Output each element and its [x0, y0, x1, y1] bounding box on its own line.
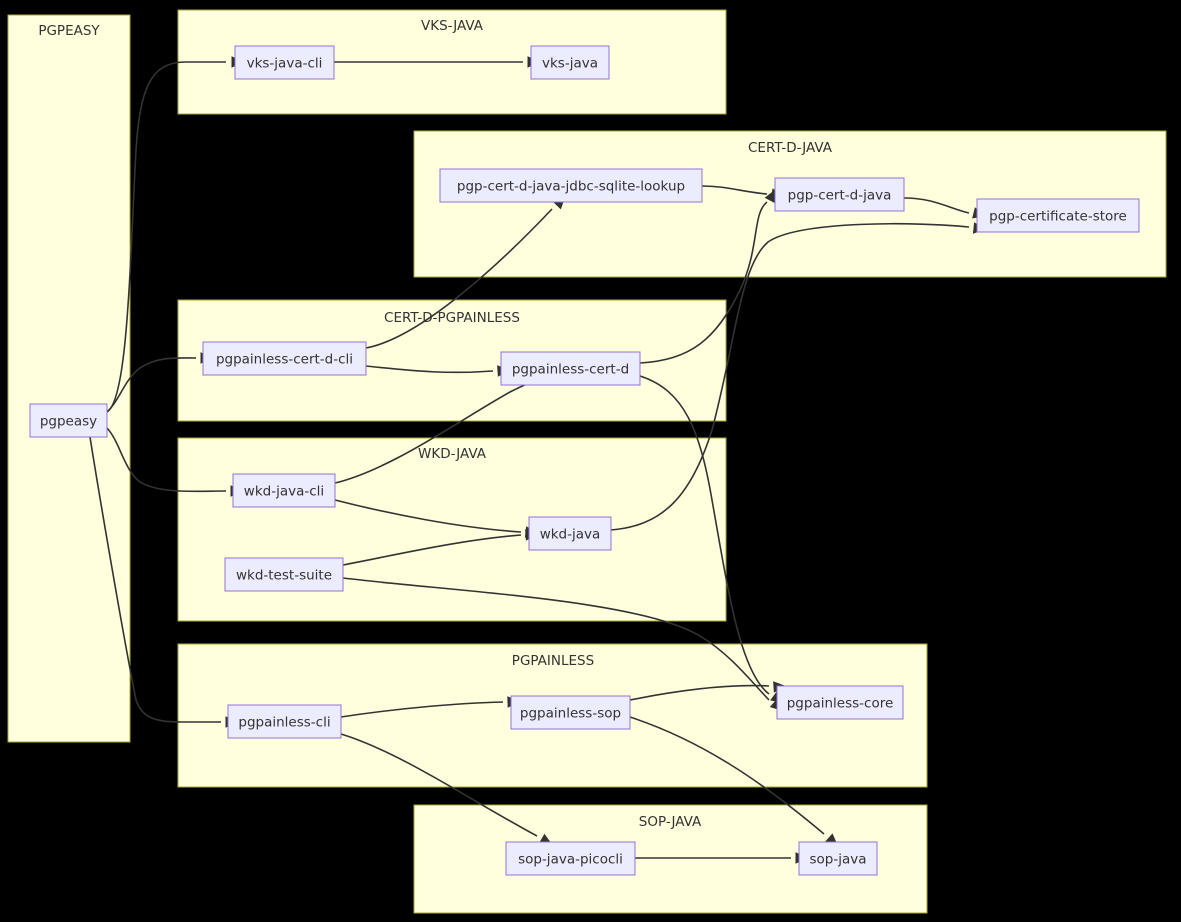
- edge-pgpainless-sop-to-sop-java: [629, 716, 825, 835]
- node-label: pgp-cert-d-java-jdbc-sqlite-lookup: [457, 179, 685, 195]
- node-label: wkd-java-cli: [244, 484, 324, 500]
- edge-wkd-test-suite-to-wkd-java: [342, 534, 522, 566]
- node-label: pgp-certificate-store: [989, 209, 1127, 225]
- node-box[interactable]: [234, 45, 335, 80]
- node-label: wkd-test-suite: [236, 568, 332, 584]
- edge-pgpainless-cert-d-cli-to-pgpainless-cert-d: [365, 365, 494, 374]
- node-box[interactable]: [439, 168, 703, 203]
- edge-pgpainless-cli-to-pgpainless-sop: [340, 701, 504, 718]
- node-box[interactable]: [510, 695, 631, 730]
- node-pgpainless-cli[interactable]: pgpainless-cli: [227, 704, 342, 739]
- edge-pgpainless-cli-to-sop-java-picocli: [340, 733, 538, 837]
- node-label: sop-java: [809, 852, 866, 868]
- node-box[interactable]: [530, 45, 610, 80]
- cluster-pgpeasy: PGPEASY: [7, 14, 131, 743]
- node-box[interactable]: [500, 351, 641, 386]
- cluster-label: SOP-JAVA: [639, 814, 702, 830]
- node-pgpainless-cert-d[interactable]: pgpainless-cert-d: [500, 351, 641, 386]
- node-box[interactable]: [798, 841, 878, 876]
- edge-pgpeasy-to-pgpainless-cert-d-cli: [106, 357, 197, 413]
- edge-wkd-java-cli-to-wkd-java: [334, 499, 522, 533]
- node-box[interactable]: [528, 516, 612, 551]
- edge-pgp-cert-d-java-to-pgp-certificate-store: [903, 197, 970, 214]
- edge-pgpainless-cert-d-to-pgpainless-core: [639, 375, 770, 695]
- cluster-label: WKD-JAVA: [418, 446, 487, 462]
- cluster-box: [7, 14, 131, 743]
- node-box[interactable]: [976, 198, 1140, 233]
- edge-pgp-cert-d-java-jdbc-sqlite-lookup-to-pgp-cert-d-java: [701, 185, 768, 195]
- node-pgpainless-cert-d-cli[interactable]: pgpainless-cert-d-cli: [202, 341, 367, 376]
- edge-group: [89, 61, 970, 859]
- node-box[interactable]: [505, 841, 636, 876]
- node-label: pgpainless-cert-d: [512, 362, 629, 378]
- node-vks-java-cli[interactable]: vks-java-cli: [234, 45, 335, 80]
- node-wkd-java[interactable]: wkd-java: [528, 516, 612, 551]
- node-label: vks-java: [542, 56, 598, 72]
- node-label: wkd-java: [540, 527, 601, 543]
- node-box[interactable]: [774, 177, 905, 212]
- node-label: pgpainless-cert-d-cli: [216, 352, 353, 368]
- cluster-box: [177, 437, 727, 622]
- cluster-wkd-java: WKD-JAVA: [177, 437, 727, 622]
- node-box[interactable]: [232, 473, 336, 508]
- node-box[interactable]: [29, 403, 108, 438]
- cluster-label: PGPEASY: [38, 23, 100, 39]
- node-pgpeasy[interactable]: pgpeasy: [29, 403, 108, 438]
- node-pgp-certificate-store[interactable]: pgp-certificate-store: [976, 198, 1140, 233]
- node-box[interactable]: [227, 704, 342, 739]
- node-wkd-java-cli[interactable]: wkd-java-cli: [232, 473, 336, 508]
- node-pgp-cert-d-java-jdbc-sqlite-lookup[interactable]: pgp-cert-d-java-jdbc-sqlite-lookup: [439, 168, 703, 203]
- node-pgpainless-sop[interactable]: pgpainless-sop: [510, 695, 631, 730]
- edge-pgpainless-cert-d-cli-to-pgp-cert-d-java-jdbc-sqlite-lookup: [365, 208, 553, 349]
- node-label: pgpainless-sop: [520, 706, 621, 722]
- node-box[interactable]: [224, 557, 344, 592]
- node-label: pgp-cert-d-java: [788, 188, 892, 204]
- cluster-label: PGPAINLESS: [512, 653, 594, 669]
- edge-wkd-java-to-pgp-certificate-store: [610, 222, 970, 531]
- cluster-label: CERT-D-PGPAINLESS: [384, 310, 520, 326]
- node-label: pgpeasy: [40, 414, 97, 430]
- node-vks-java[interactable]: vks-java: [530, 45, 610, 80]
- edge-pgpeasy-to-pgpainless-cli: [89, 436, 221, 723]
- cluster-label: VKS-JAVA: [421, 18, 484, 34]
- node-label: pgpainless-core: [787, 696, 894, 712]
- cluster-group: PGPEASY VKS-JAVA CERT-D-JAVA CERT-D-PGPAINL…: [7, 9, 1167, 914]
- node-box[interactable]: [202, 341, 367, 376]
- edge-pgpeasy-to-vks-java-cli: [106, 61, 226, 413]
- edge-pgpainless-sop-to-pgpainless-core: [629, 684, 770, 701]
- node-label: vks-java-cli: [247, 56, 323, 72]
- cluster-label: CERT-D-JAVA: [748, 140, 833, 156]
- node-sop-java-picocli[interactable]: sop-java-picocli: [505, 841, 636, 876]
- edge-pgpeasy-to-wkd-java-cli: [106, 427, 227, 493]
- node-wkd-test-suite[interactable]: wkd-test-suite: [224, 557, 344, 592]
- node-label: pgpainless-cli: [238, 715, 330, 731]
- edge-wkd-test-suite-to-pgpainless-core: [342, 577, 770, 701]
- node-box[interactable]: [776, 685, 904, 720]
- node-pgpainless-core[interactable]: pgpainless-core: [776, 685, 904, 720]
- node-group: pgpeasy vks-java-cli vks-java pgp-cert-d-ja…: [29, 45, 1140, 876]
- edge-pgpainless-cert-d-to-pgp-cert-d-java: [639, 201, 768, 364]
- node-pgp-cert-d-java[interactable]: pgp-cert-d-java: [774, 177, 905, 212]
- node-sop-java[interactable]: sop-java: [798, 841, 878, 876]
- node-label: sop-java-picocli: [518, 852, 623, 868]
